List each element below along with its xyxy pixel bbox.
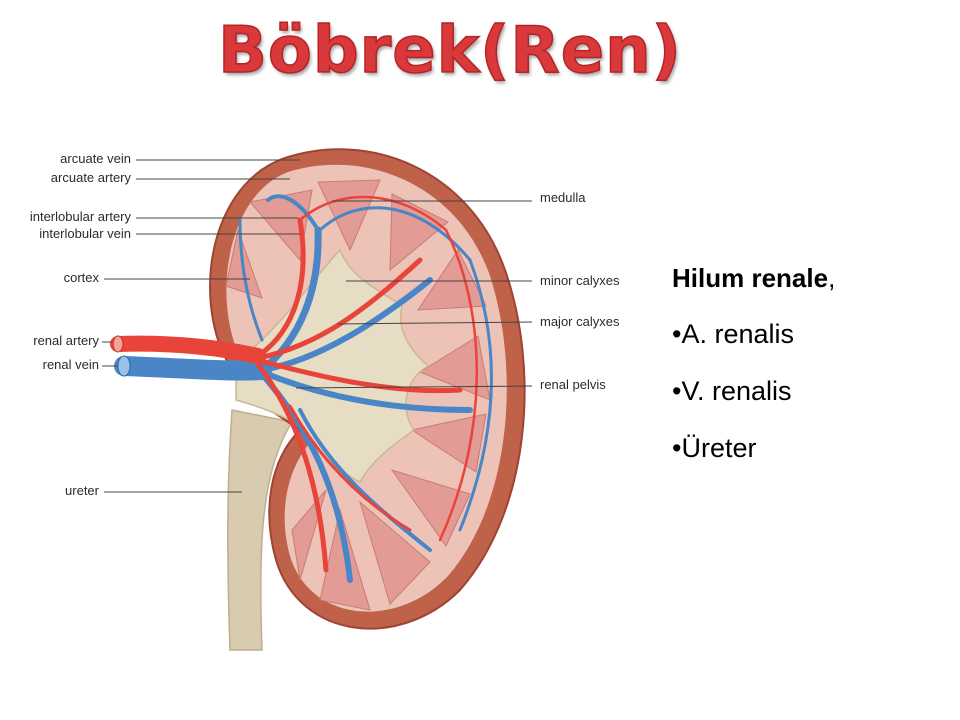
list-item: •V. renalis	[672, 376, 792, 406]
hilum-bold-text: Hilum renale	[672, 263, 829, 293]
list-item: •Üreter	[672, 433, 757, 463]
label-cortex: cortex	[63, 270, 99, 285]
label-arcuate-artery: arcuate artery	[50, 170, 131, 185]
hilum-heading: Hilum renale,	[672, 258, 952, 298]
label-renal-vein: renal vein	[42, 357, 99, 372]
kidney-diagram: arcuate vein arcuate artery interlobular…	[0, 110, 640, 670]
label-interlobular-vein: interlobular vein	[39, 226, 131, 241]
label-renal-pelvis: renal pelvis	[540, 377, 606, 392]
label-renal-artery: renal artery	[33, 333, 99, 348]
slide-title: Böbrek(Ren)	[217, 13, 682, 89]
label-minor-calyxes: minor calyxes	[540, 273, 620, 288]
hilum-comma: ,	[828, 263, 836, 293]
hilum-text-block: Hilum renale, •A. renalis •V. renalis •Ü…	[672, 258, 952, 485]
label-interlobular-artery: interlobular artery	[29, 209, 131, 224]
kidney-illustration	[102, 148, 533, 651]
hilum-list: •A. renalis •V. renalis •Üreter	[672, 314, 952, 468]
arteries	[110, 195, 478, 573]
label-medulla: medulla	[540, 190, 586, 205]
ureter-shape	[227, 409, 294, 651]
label-major-calyxes: major calyxes	[540, 314, 620, 329]
renal-vein-end	[117, 355, 131, 377]
label-arcuate-vein: arcuate vein	[60, 151, 131, 166]
list-item: •A. renalis	[672, 319, 795, 349]
label-ureter: ureter	[65, 483, 99, 498]
leader-lines	[102, 159, 533, 493]
renal-artery-end	[112, 335, 124, 353]
